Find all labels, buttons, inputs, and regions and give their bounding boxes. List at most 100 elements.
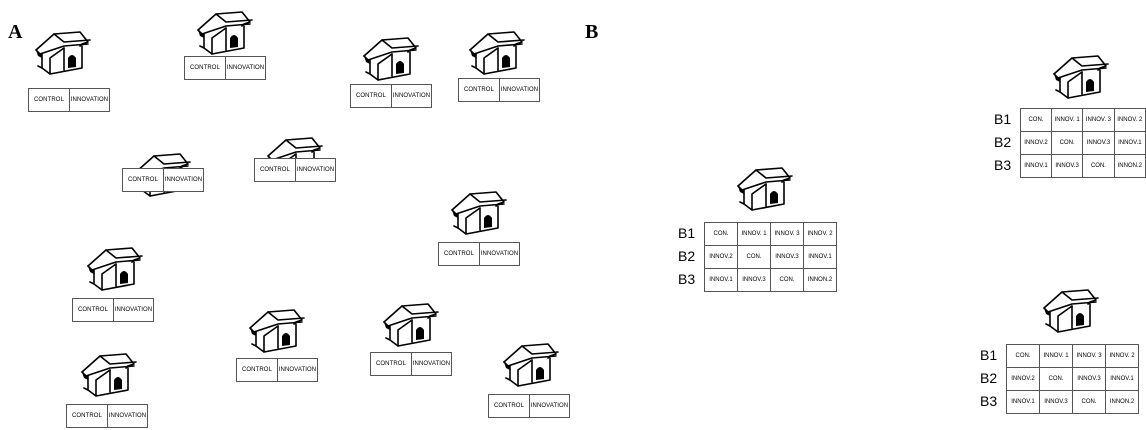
- grid-cell: INNOV. 2: [1105, 344, 1139, 368]
- grid-cell: INNOV. 1: [737, 222, 771, 246]
- grid-cell: CON.: [704, 222, 738, 246]
- grid-cell: INNOV.3: [1050, 154, 1084, 178]
- grid-cell: INNON.2: [803, 268, 837, 292]
- grid-cell: INNOV.1: [1020, 154, 1052, 178]
- farmhouse-icon: [732, 164, 794, 216]
- control-plot-label: CONTROL: [127, 177, 159, 183]
- innovation-plot-label: INNOVATION: [163, 169, 203, 191]
- grid-cell: INNOV.1: [1113, 131, 1146, 155]
- plot-pair: CONTROL INNOVATION: [72, 298, 154, 322]
- panel-a-label: A: [8, 21, 23, 43]
- plot-pair: CONTROL INNOVATION: [236, 358, 318, 382]
- grid-cell: INNOV.1: [803, 245, 837, 269]
- grid-cell: INNOV. 2: [803, 222, 837, 246]
- farmhouse-icon: [76, 350, 138, 402]
- block-row-label: B3: [678, 271, 696, 287]
- block-row-label: B3: [980, 393, 998, 409]
- grid-cell: CON.: [737, 245, 771, 269]
- grid-cell: CON.: [1082, 154, 1115, 178]
- control-plot-label: CONTROL: [493, 403, 525, 409]
- farmhouse-icon: [358, 34, 420, 86]
- farmhouse-icon: [1038, 286, 1100, 338]
- grid-cell: INNOV.1: [1006, 390, 1040, 414]
- grid-cell: INNOV.2: [1006, 367, 1040, 391]
- control-plot-label: CONTROL: [259, 167, 291, 173]
- farmhouse-icon: [378, 300, 440, 352]
- grid-cell: INNOV. 1: [1050, 108, 1084, 132]
- farmhouse-icon: [1048, 52, 1110, 104]
- grid-cell: INNOV.2: [704, 245, 738, 269]
- grid-cell: INNOV.3: [1039, 390, 1073, 414]
- plot-pair: CONTROL INNOVATION: [370, 352, 452, 376]
- grid-cell: CON.: [1039, 367, 1073, 391]
- grid-cell: INNOV.3: [770, 245, 804, 269]
- grid-cell: CON.: [1006, 344, 1040, 368]
- farmhouse-icon: [446, 188, 508, 240]
- plot-pair: CONTROL INNOVATION: [350, 84, 432, 108]
- innovation-plot-label: INNOVATION: [295, 159, 335, 181]
- grid-cell: INNOV.3: [1082, 131, 1115, 155]
- grid-cell: INNOV. 2: [1113, 108, 1146, 132]
- farmhouse-icon: [82, 244, 144, 296]
- innovation-plot-label: INNOVATION: [277, 359, 317, 381]
- plot-pair: CONTROL INNOVATION: [122, 168, 204, 192]
- innovation-plot-label: INNOVATION: [107, 405, 147, 427]
- grid-cell: CON.: [1050, 131, 1084, 155]
- grid-cell: INNON.2: [1113, 154, 1146, 178]
- farmhouse-icon: [464, 28, 526, 80]
- control-plot-label: CONTROL: [375, 361, 407, 367]
- innovation-plot-label: INNOVATION: [479, 243, 519, 265]
- grid-cell: INNOV. 3: [1072, 344, 1106, 368]
- control-plot-label: CONTROL: [71, 413, 103, 419]
- innovation-plot-label: INNOVATION: [225, 57, 265, 79]
- plot-pair: CONTROL INNOVATION: [254, 158, 336, 182]
- control-plot-label: CONTROL: [443, 251, 475, 257]
- control-plot-label: CONTROL: [189, 65, 221, 71]
- farmhouse-icon: [244, 306, 306, 358]
- grid-cell: CON.: [1020, 108, 1052, 132]
- innovation-plot-label: INNOVATION: [113, 299, 153, 321]
- innovation-plot-label: INNOVATION: [499, 79, 539, 101]
- farmhouse-icon: [498, 340, 560, 392]
- block-row-label: B3: [994, 157, 1012, 173]
- grid-cell: INNOV.3: [1072, 367, 1106, 391]
- grid-cell: INNOV.3: [737, 268, 771, 292]
- grid-cell: INNOV. 3: [770, 222, 804, 246]
- grid-cell: INNOV. 1: [1039, 344, 1073, 368]
- grid-cell: INNOV. 3: [1082, 108, 1115, 132]
- plot-pair: CONTROL INNOVATION: [184, 56, 266, 80]
- plot-pair: CONTROL INNOVATION: [28, 88, 110, 112]
- farmhouse-icon: [30, 28, 92, 80]
- farmhouse-icon: [192, 8, 254, 60]
- block-row-label: B2: [678, 248, 696, 264]
- panel-b-label: B: [585, 21, 599, 43]
- innovation-plot-label: INNOVATION: [411, 353, 451, 375]
- innovation-plot-label: INNOVATION: [391, 85, 431, 107]
- grid-cell: INNOV.1: [1105, 367, 1139, 391]
- block-row-label: B1: [678, 225, 696, 241]
- control-plot-label: CONTROL: [33, 97, 65, 103]
- control-plot-label: CONTROL: [77, 307, 109, 313]
- block-row-label: B1: [994, 111, 1012, 127]
- grid-cell: INNOV.1: [704, 268, 738, 292]
- grid-cell: CON.: [770, 268, 804, 292]
- plot-pair: CONTROL INNOVATION: [66, 404, 148, 428]
- innovation-plot-label: INNOVATION: [69, 89, 109, 111]
- control-plot-label: CONTROL: [355, 93, 387, 99]
- block-row-label: B1: [980, 347, 998, 363]
- control-plot-label: CONTROL: [241, 367, 273, 373]
- plot-pair: CONTROL INNOVATION: [438, 242, 520, 266]
